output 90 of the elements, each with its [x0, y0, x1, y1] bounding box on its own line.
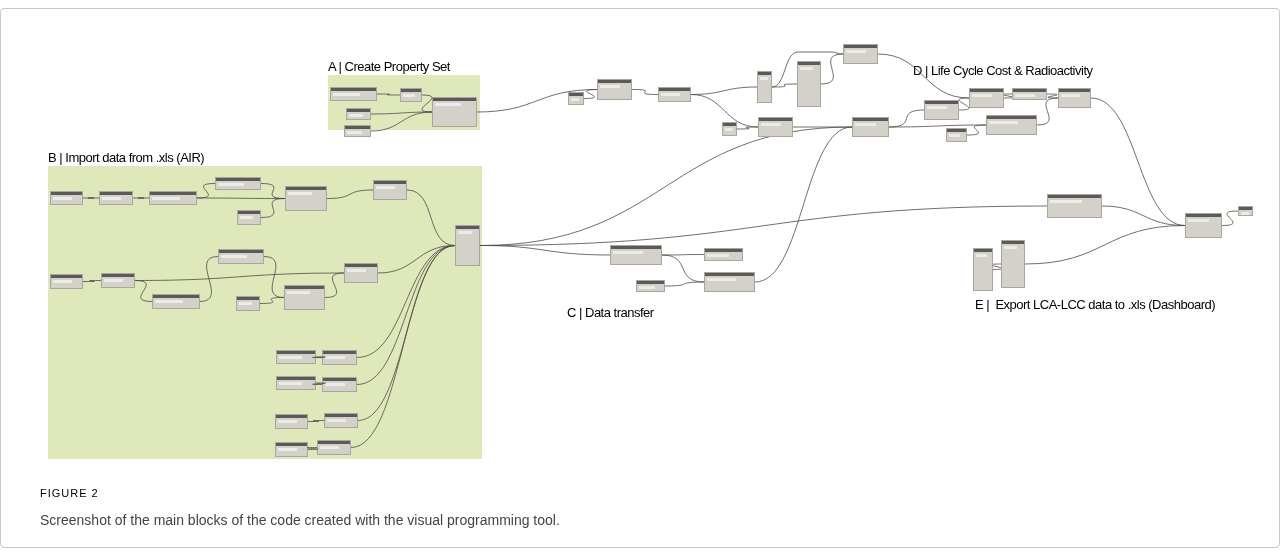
section-label: D | Life Cycle Cost & Radioactivity [913, 64, 1093, 77]
code-block [215, 177, 261, 190]
wire [199, 256, 219, 302]
wire [631, 89, 659, 95]
code-block [276, 350, 316, 364]
wire [307, 420, 325, 422]
wire [132, 197, 150, 199]
wire [370, 111, 433, 132]
code-block [344, 263, 378, 283]
wire [82, 280, 102, 282]
wire [306, 447, 319, 450]
wire [664, 281, 705, 287]
wire [966, 124, 987, 136]
code-block [284, 285, 325, 310]
wire [312, 356, 326, 358]
code-block [330, 87, 377, 101]
code-block [568, 92, 584, 105]
code-block [149, 191, 197, 205]
code-block [236, 296, 260, 311]
group-title: B | Import data from .xls (AIR) [48, 151, 205, 164]
code-block [636, 280, 665, 292]
code-block [322, 377, 357, 392]
code-block [1058, 88, 1091, 108]
code-block [237, 210, 261, 225]
section-label: E | Export LCA-LCC data to .xls (Dashboard) [975, 298, 1216, 311]
code-block [455, 225, 480, 266]
wire [326, 189, 374, 199]
wire [82, 197, 100, 199]
wire [771, 51, 844, 88]
code-block [852, 117, 889, 137]
wire [324, 272, 345, 298]
code-block [400, 88, 422, 102]
wire [754, 126, 853, 283]
code-block [152, 294, 200, 309]
code-block [276, 376, 316, 390]
wire [820, 53, 844, 85]
code-block [704, 272, 755, 292]
wire [259, 297, 285, 304]
wire [771, 83, 798, 88]
figure-caption: Screenshot of the main blocks of the code created with the visual programming tool. [40, 511, 560, 530]
code-block [1185, 213, 1222, 238]
code-block [324, 413, 358, 428]
code-block [758, 117, 793, 137]
code-block [946, 128, 967, 142]
code-block [275, 442, 308, 457]
wire [661, 254, 705, 256]
code-block [101, 273, 135, 288]
code-block [99, 191, 133, 205]
code-block [317, 440, 351, 455]
code-block [722, 122, 737, 136]
wire [736, 126, 759, 130]
group-title: A | Create Property Set [328, 60, 450, 73]
code-block [432, 97, 477, 127]
code-block [658, 87, 691, 102]
code-block [373, 180, 407, 200]
code-block [969, 88, 1004, 108]
code-block [346, 108, 371, 120]
figure-number: FIGURE 2 [40, 488, 99, 499]
wire [958, 97, 970, 111]
code-block [275, 414, 308, 429]
code-block [50, 191, 83, 205]
wire [583, 89, 598, 99]
wire [421, 94, 433, 113]
wire [260, 198, 286, 218]
code-block [1047, 194, 1102, 218]
code-block [973, 248, 993, 291]
code-block [797, 61, 821, 107]
wire [479, 245, 611, 256]
code-block [218, 249, 264, 264]
code-block [285, 186, 327, 211]
code-block [597, 79, 632, 100]
wire [312, 382, 326, 385]
wire [1221, 210, 1239, 226]
code-block [843, 44, 878, 64]
code-block [924, 100, 959, 120]
code-block [986, 115, 1037, 135]
wire [350, 245, 456, 448]
wire [1046, 93, 1059, 99]
wire [1024, 225, 1186, 265]
code-block [322, 350, 357, 365]
code-block [704, 248, 743, 261]
code-block [1001, 240, 1025, 288]
code-block [344, 125, 371, 137]
code-block [50, 274, 83, 289]
code-block [1012, 88, 1047, 100]
section-label: C | Data transfer [567, 306, 654, 319]
code-block [610, 245, 662, 265]
code-block [1238, 206, 1253, 216]
code-block [757, 71, 772, 103]
wire [376, 93, 401, 96]
